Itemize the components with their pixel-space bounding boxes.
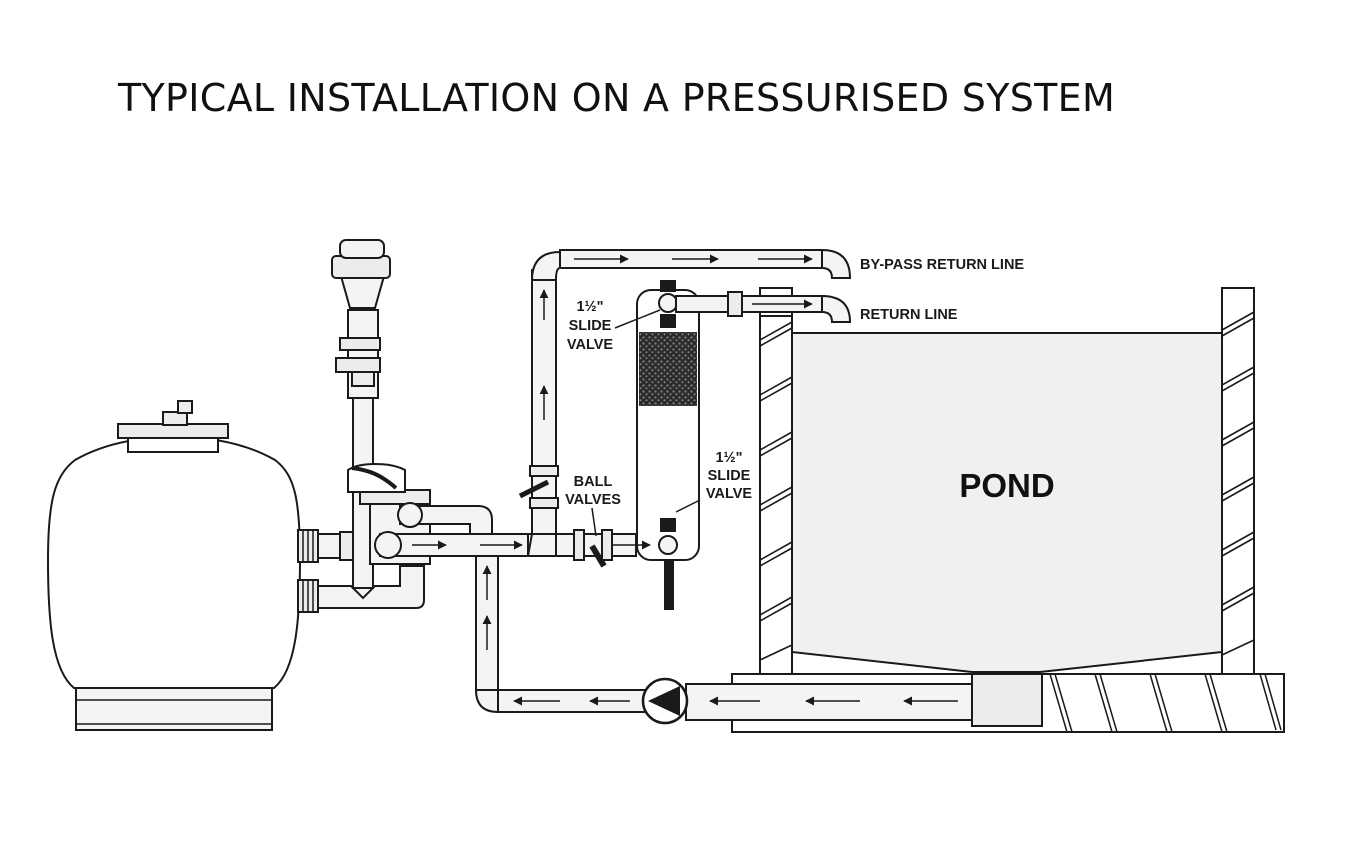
filter-column bbox=[636, 280, 852, 610]
ball-valves-label: BALL VALVES bbox=[565, 474, 621, 508]
slide-valve-top-word1: SLIDE bbox=[569, 318, 612, 334]
leader-lines bbox=[591, 309, 701, 537]
slide-valve-bottom-size: 1½" bbox=[715, 450, 742, 466]
diagram-title: TYPICAL INSTALLATION ON A PRESSURISED SY… bbox=[118, 76, 1116, 120]
slide-valve-bottom-label: 1½" SLIDE VALVE bbox=[706, 450, 753, 502]
ball-valves-word1: BALL bbox=[574, 474, 613, 490]
outlet-piping bbox=[374, 248, 973, 721]
bypass-return-line-label: BY-PASS RETURN LINE bbox=[860, 257, 1024, 273]
pond-label: POND bbox=[959, 467, 1054, 504]
flow-arrows bbox=[412, 254, 958, 706]
slide-valve-bottom-word1: SLIDE bbox=[708, 468, 751, 484]
pond-structure bbox=[731, 287, 1285, 733]
slide-valve-top-label: 1½" SLIDE VALVE bbox=[567, 299, 614, 353]
return-line-label: RETURN LINE bbox=[860, 307, 958, 323]
slide-valve-top-size: 1½" bbox=[576, 299, 603, 315]
slide-valve-top-word2: VALVE bbox=[567, 337, 614, 353]
pump bbox=[641, 677, 689, 725]
slide-valve-bottom-word2: VALVE bbox=[706, 486, 753, 502]
sand-filter bbox=[46, 400, 319, 731]
ball-valves-word2: VALVES bbox=[565, 492, 621, 508]
